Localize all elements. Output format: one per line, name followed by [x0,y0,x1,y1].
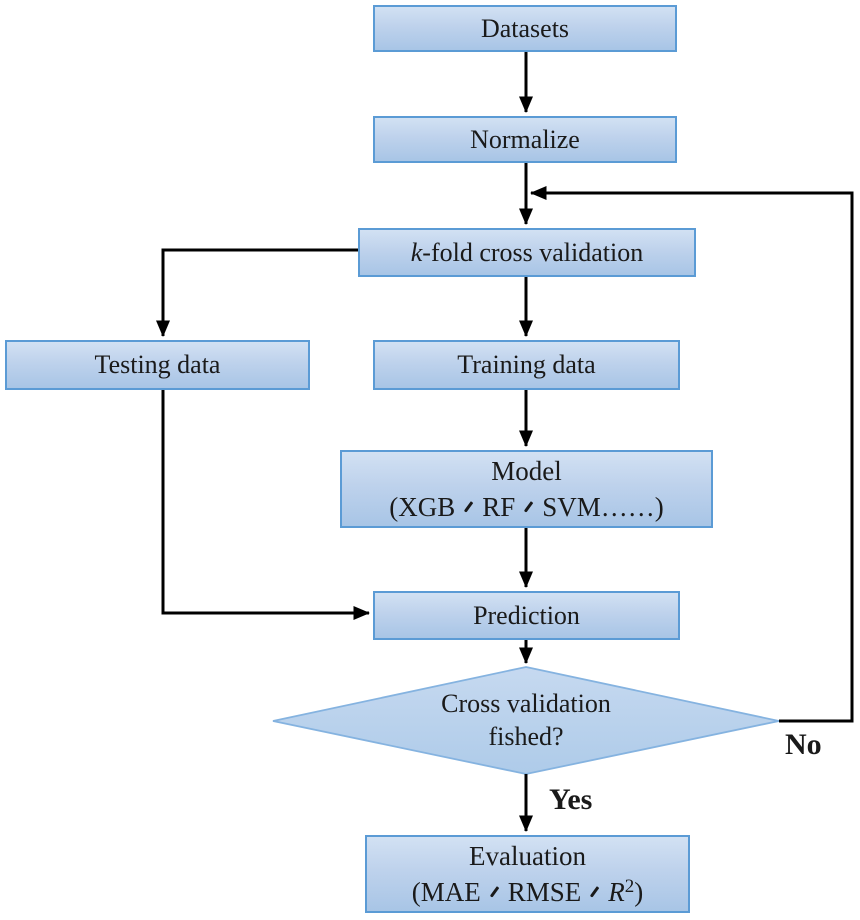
node-model-title: Model [491,456,562,486]
node-kfold-cross-validation: k-fold cross validation [358,228,696,277]
node-training-label: Training data [457,350,596,379]
node-prediction: Prediction [373,591,680,640]
node-training-data: Training data [373,340,680,390]
node-decision-label: Cross validation fished? [376,682,676,758]
node-testing-label: Testing data [94,350,221,379]
edge-label-yes: Yes [549,783,593,816]
arrow-no-loopback [530,186,854,723]
node-datasets: Datasets [373,5,677,52]
node-datasets-label: Datasets [480,13,570,43]
ideographic-comma-separator [515,498,542,518]
decision-line2: fished? [488,722,564,751]
node-normalize: Normalize [373,116,677,163]
ideographic-comma-separator [481,883,508,903]
ideographic-comma-separator [455,498,482,518]
node-prediction-label: Prediction [473,600,580,630]
node-testing-data: Testing data [5,340,310,390]
node-normalize-label: Normalize [470,124,580,154]
decision-line1: Cross validation [441,689,611,718]
edge-label-no: No [785,728,822,761]
node-evaluation-title: Evaluation [469,841,586,871]
arrow-testing-to-prediction [161,390,370,620]
ideographic-comma-separator [581,883,608,903]
arrow-kfold-to-testing [156,248,358,337]
node-kfold-label: k-fold cross validation [410,237,644,267]
